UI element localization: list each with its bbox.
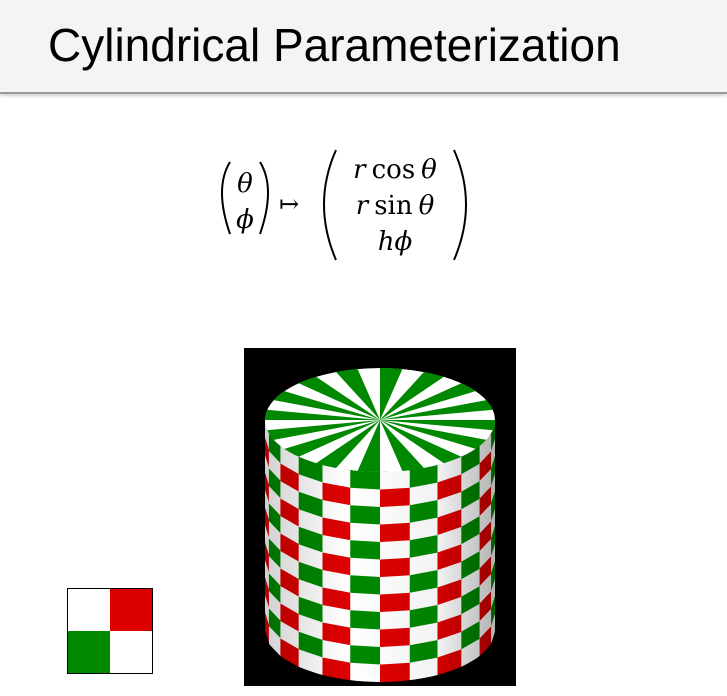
output-2-var: r (356, 191, 370, 221)
input-theta: θ (237, 169, 253, 199)
top-sector (380, 420, 495, 434)
top-sector (350, 420, 380, 472)
left-paren-open (221, 161, 231, 235)
svg-text:hϕ: hϕ (378, 227, 413, 257)
swatch-cell-bottom-right (110, 631, 153, 674)
output-1-arg: θ (421, 155, 437, 185)
output-3-arg: ϕ (395, 227, 413, 257)
left-paren-close (259, 161, 269, 235)
top-sector (265, 406, 380, 420)
swatch-border (67, 588, 153, 674)
right-paren-open (323, 149, 337, 261)
slide-title: Cylindrical Parameterization (48, 19, 621, 71)
texture-swatch (67, 588, 153, 674)
output-row-3: hϕ (378, 227, 413, 257)
input-phi: ϕ (236, 205, 254, 235)
title-bar: Cylindrical Parameterization (0, 0, 727, 94)
swatch-cell-top-right (110, 588, 153, 631)
maps-to-arrow: ↦ (279, 190, 299, 218)
output-1-fn: cos (372, 155, 416, 185)
right-paren-close (453, 149, 467, 261)
output-3-var: h (378, 227, 395, 257)
output-2-arg: θ (419, 191, 435, 221)
output-2-fn: sin (374, 191, 413, 221)
cylinder-render (244, 348, 516, 686)
swatch-cell-top-left (67, 588, 110, 631)
top-sector (380, 368, 410, 420)
output-1-var: r (353, 155, 367, 185)
swatch-cell-bottom-left (67, 631, 110, 674)
